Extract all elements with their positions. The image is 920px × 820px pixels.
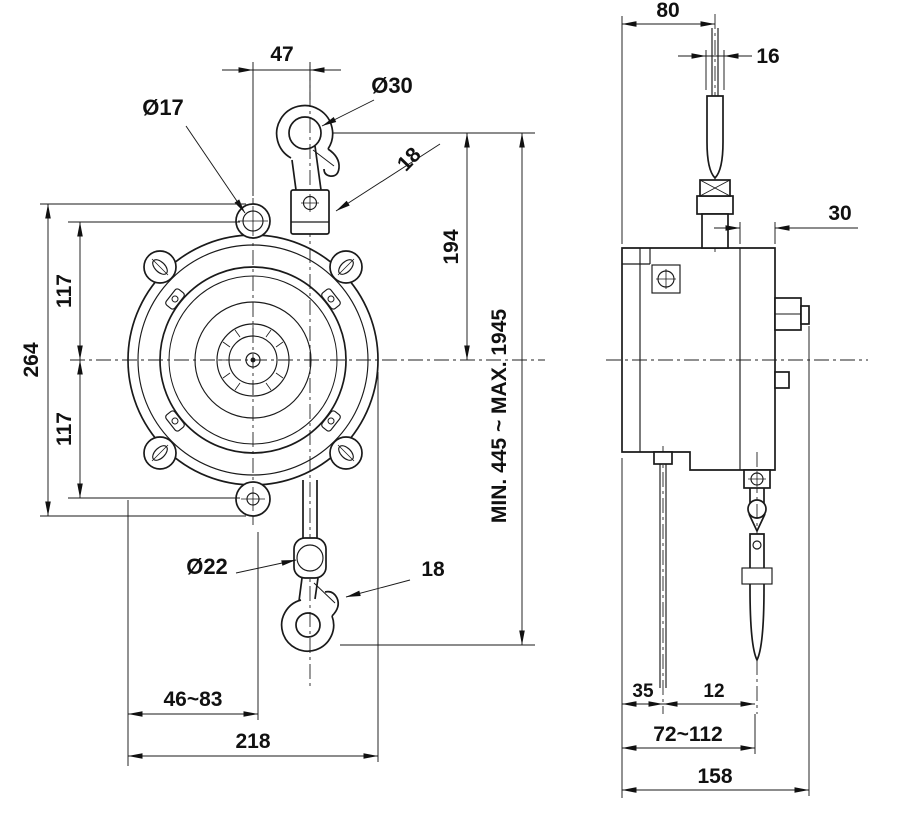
side-view-body bbox=[621, 195, 810, 688]
dim-text-80: 80 bbox=[656, 0, 679, 22]
dim-text-18-bottom: 18 bbox=[421, 558, 445, 581]
front-view-body bbox=[127, 203, 379, 517]
tension-knob bbox=[216, 323, 290, 397]
dim-text-12: 12 bbox=[703, 681, 724, 702]
dim-text-30: 30 bbox=[828, 202, 851, 225]
side-bottom-hook bbox=[741, 469, 773, 662]
dim-text-264: 264 bbox=[20, 342, 43, 377]
dim-text-194: 194 bbox=[440, 229, 463, 264]
corner-lugs bbox=[143, 250, 363, 470]
side-dimensions: 80 16 30 35 12 72~112 158 bbox=[621, 0, 858, 798]
dim-text-117-upper: 117 bbox=[53, 274, 76, 308]
side-top-hook bbox=[699, 28, 731, 197]
dim-text-47: 47 bbox=[270, 43, 293, 66]
drum-tabs bbox=[165, 288, 341, 432]
dim-text-158: 158 bbox=[697, 765, 732, 788]
dim-text-46-83: 46~83 bbox=[164, 688, 223, 711]
dim-text-16: 16 bbox=[756, 45, 779, 68]
dim-text-range: MIN. 445 ~ MAX. 1945 bbox=[488, 309, 511, 524]
centerlines bbox=[70, 14, 868, 714]
dim-text-dia17: Ø17 bbox=[142, 95, 184, 120]
top-lug bbox=[235, 203, 271, 239]
dim-text-dia22: Ø22 bbox=[186, 554, 228, 579]
front-dimensions: 47 Ø30 Ø17 18 194 MIN. 445 ~ MAX. 1945 2… bbox=[20, 43, 535, 766]
top-hook bbox=[275, 104, 340, 235]
dim-text-72-112: 72~112 bbox=[653, 723, 723, 746]
dim-text-218: 218 bbox=[235, 730, 270, 753]
dim-text-117-lower: 117 bbox=[53, 412, 76, 446]
bottom-tab bbox=[235, 481, 271, 517]
dim-text-dia30: Ø30 bbox=[371, 73, 413, 98]
dim-text-35: 35 bbox=[632, 681, 654, 702]
bottom-hook bbox=[280, 480, 340, 652]
